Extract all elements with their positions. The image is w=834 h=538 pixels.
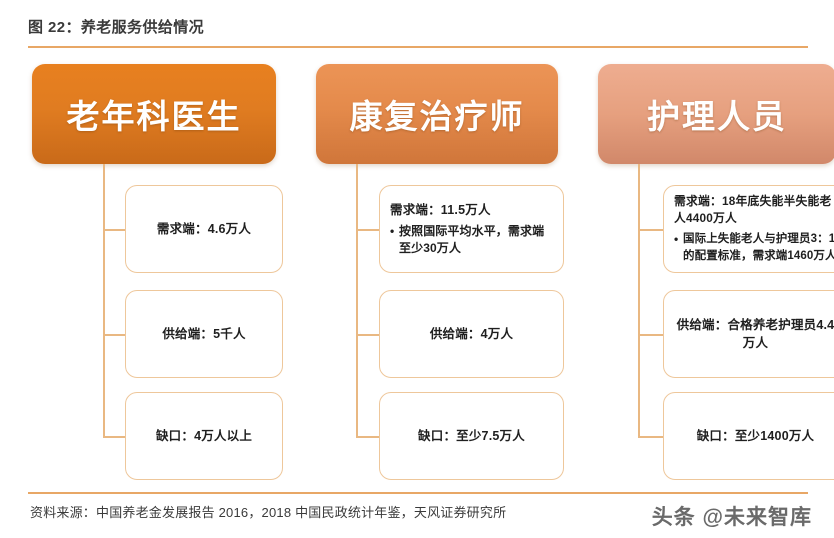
info-box-gap: 缺口：至少1400万人 xyxy=(663,392,834,480)
connector-stub xyxy=(638,436,663,438)
watermark-label: 头条 @未来智库 xyxy=(651,506,812,529)
info-box-main-text: 需求端：4.6万人 xyxy=(156,221,252,236)
info-box-bullet-text: 国际上失能老人与护理员3：1的配置标准，需求端1460万人 xyxy=(674,231,834,264)
info-box-main-text: 缺口：4万人以上 xyxy=(155,428,253,443)
connector-trunk xyxy=(356,164,358,436)
info-box-supply: 供给端：4万人 xyxy=(379,290,564,378)
connector-stub xyxy=(103,436,125,438)
footer-divider xyxy=(28,492,808,494)
info-box-supply: 供给端：5千人 xyxy=(125,290,283,378)
columns-container: 老年科医生 需求端：4.6万人 供给端：5千人 缺口：4万人以上 康复治疗师 xyxy=(0,58,834,486)
connector-stub xyxy=(356,334,379,336)
column-geriatrician: 老年科医生 需求端：4.6万人 供给端：5千人 缺口：4万人以上 xyxy=(24,58,294,486)
info-box-supply: 供给端：合格养老护理员4.4万人 xyxy=(663,290,834,378)
column-header-label: 护理人员 xyxy=(647,98,787,135)
info-box-gap: 缺口：4万人以上 xyxy=(125,392,283,480)
info-box-gap: 缺口：至少7.5万人 xyxy=(379,392,564,480)
info-box-bullet-text: 按照国际平均水平，需求端至少30万人 xyxy=(390,223,553,258)
connector-stub xyxy=(356,229,379,231)
info-box-main-text: 需求端：18年底失能半失能老人4400万人 xyxy=(674,194,832,226)
info-box-demand: 需求端：11.5万人 按照国际平均水平，需求端至少30万人 xyxy=(379,185,564,273)
info-box-demand: 需求端：4.6万人 xyxy=(125,185,283,273)
column-header-rehab-therapist: 康复治疗师 xyxy=(316,64,558,164)
connector-trunk xyxy=(638,164,640,436)
info-box-main-text: 供给端：4万人 xyxy=(429,326,514,341)
source-note: 资料来源：中国养老金发展报告 2016，2018 中国民政统计年鉴，天风证券研究… xyxy=(30,505,507,520)
connector-stub xyxy=(103,334,125,336)
column-header-label: 老年科医生 xyxy=(66,98,242,135)
connector-stub xyxy=(638,229,663,231)
connector-stub xyxy=(356,436,379,438)
info-box-main-text: 供给端：合格养老护理员4.4万人 xyxy=(676,317,834,350)
column-header-nursing-staff: 护理人员 xyxy=(598,64,834,164)
figure-title: 图 22：养老服务供给情况 xyxy=(28,16,808,46)
info-box-main-text: 需求端：11.5万人 xyxy=(390,202,491,217)
connector-stub xyxy=(103,229,125,231)
info-box-main-text: 缺口：至少7.5万人 xyxy=(418,428,525,443)
title-divider xyxy=(28,46,808,48)
column-header-label: 康复治疗师 xyxy=(349,98,525,135)
figure-title-text: 图 22：养老服务供给情况 xyxy=(28,19,205,36)
info-box-main-text: 缺口：至少1400万人 xyxy=(696,428,815,443)
info-box-main-text: 供给端：5千人 xyxy=(162,326,246,341)
column-header-geriatrician: 老年科医生 xyxy=(32,64,276,164)
column-nursing-staff: 护理人员 需求端：18年底失能半失能老人4400万人 国际上失能老人与护理员3：… xyxy=(580,58,834,486)
info-box-demand: 需求端：18年底失能半失能老人4400万人 国际上失能老人与护理员3：1的配置标… xyxy=(663,185,834,273)
connector-stub xyxy=(638,334,663,336)
connector-trunk xyxy=(103,164,105,436)
column-rehab-therapist: 康复治疗师 需求端：11.5万人 按照国际平均水平，需求端至少30万人 供给端：… xyxy=(300,58,570,486)
